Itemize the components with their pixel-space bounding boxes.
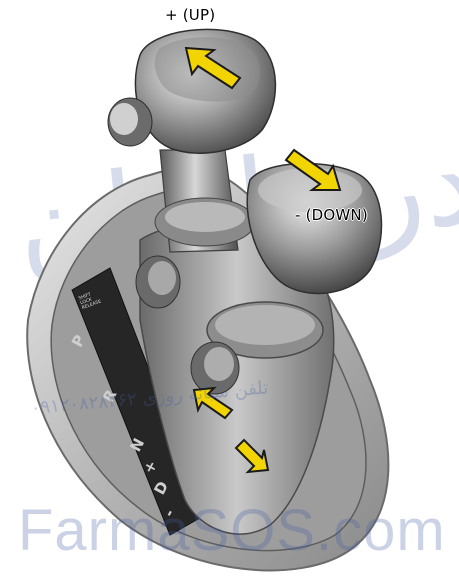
boot-button-lower [191,342,239,394]
up-label: + (UP) [165,6,215,24]
boot-button-upper [136,256,180,308]
down-label: - (DOWN) [295,206,368,224]
